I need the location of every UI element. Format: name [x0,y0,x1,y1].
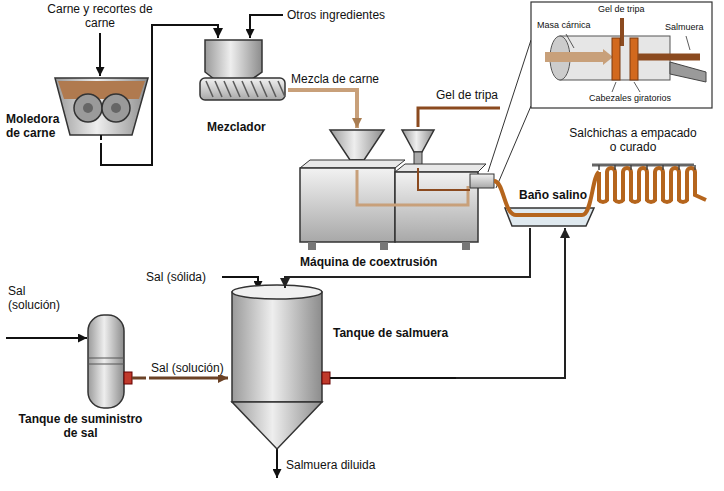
extrusion-head-inset [531,2,712,108]
flow-connector [288,90,357,128]
mixer [200,40,285,100]
equipment-name: Baño salino [519,188,587,202]
equipment-name: Tanque de suministro de sal [15,412,146,440]
flow-connector [149,377,228,380]
flow-label: Cabezales giratorios [588,93,672,104]
equipment-node: Máquina de coextrusión [295,128,500,274]
flow-connector [101,25,218,165]
sausage-strand [494,172,599,215]
connector-label: Sal (solución) [150,361,225,375]
flow-label: Sal (sólida) [146,270,206,284]
flow-label: Masa cárnica [536,20,592,31]
flow-label: Sal (solución) [8,284,72,312]
flow-connector [456,228,565,378]
flow-label: Salmuera [664,22,705,33]
equipment-name: Moledora de carne [6,112,72,140]
brine-tank [232,285,456,449]
sausage-coil [599,165,706,202]
casing-gel-line [418,108,500,127]
flow-label: Gel de tripa [597,4,646,15]
flow-label: Otros ingredientes [287,8,385,22]
flow-connector [285,228,530,288]
equipment-name: Máquina de coextrusión [300,255,437,269]
equipment-name: Mezclador [207,120,266,134]
equipment-name: Tanque de salmuera [333,326,448,340]
meat-grinder [55,78,148,140]
equipment-node: Moledora de carne [4,72,150,143]
equipment-node: Tanque de suministro de sal [15,312,149,448]
flow-label: Salmuera diluida [286,458,375,472]
equipment-node: Mezclador [195,38,288,138]
salt-supply-tank [88,315,146,408]
flow-label: Carne y recortes de carne [45,2,155,30]
connector-label: Mezcla de carne [290,72,380,86]
equipment-node: Baño salino [503,186,595,228]
flow-label: Salchichas a empacado o curado [566,126,700,154]
flow-label: Gel de tripa [436,88,498,102]
equipment-node: Tanque de salmuera [228,288,456,452]
